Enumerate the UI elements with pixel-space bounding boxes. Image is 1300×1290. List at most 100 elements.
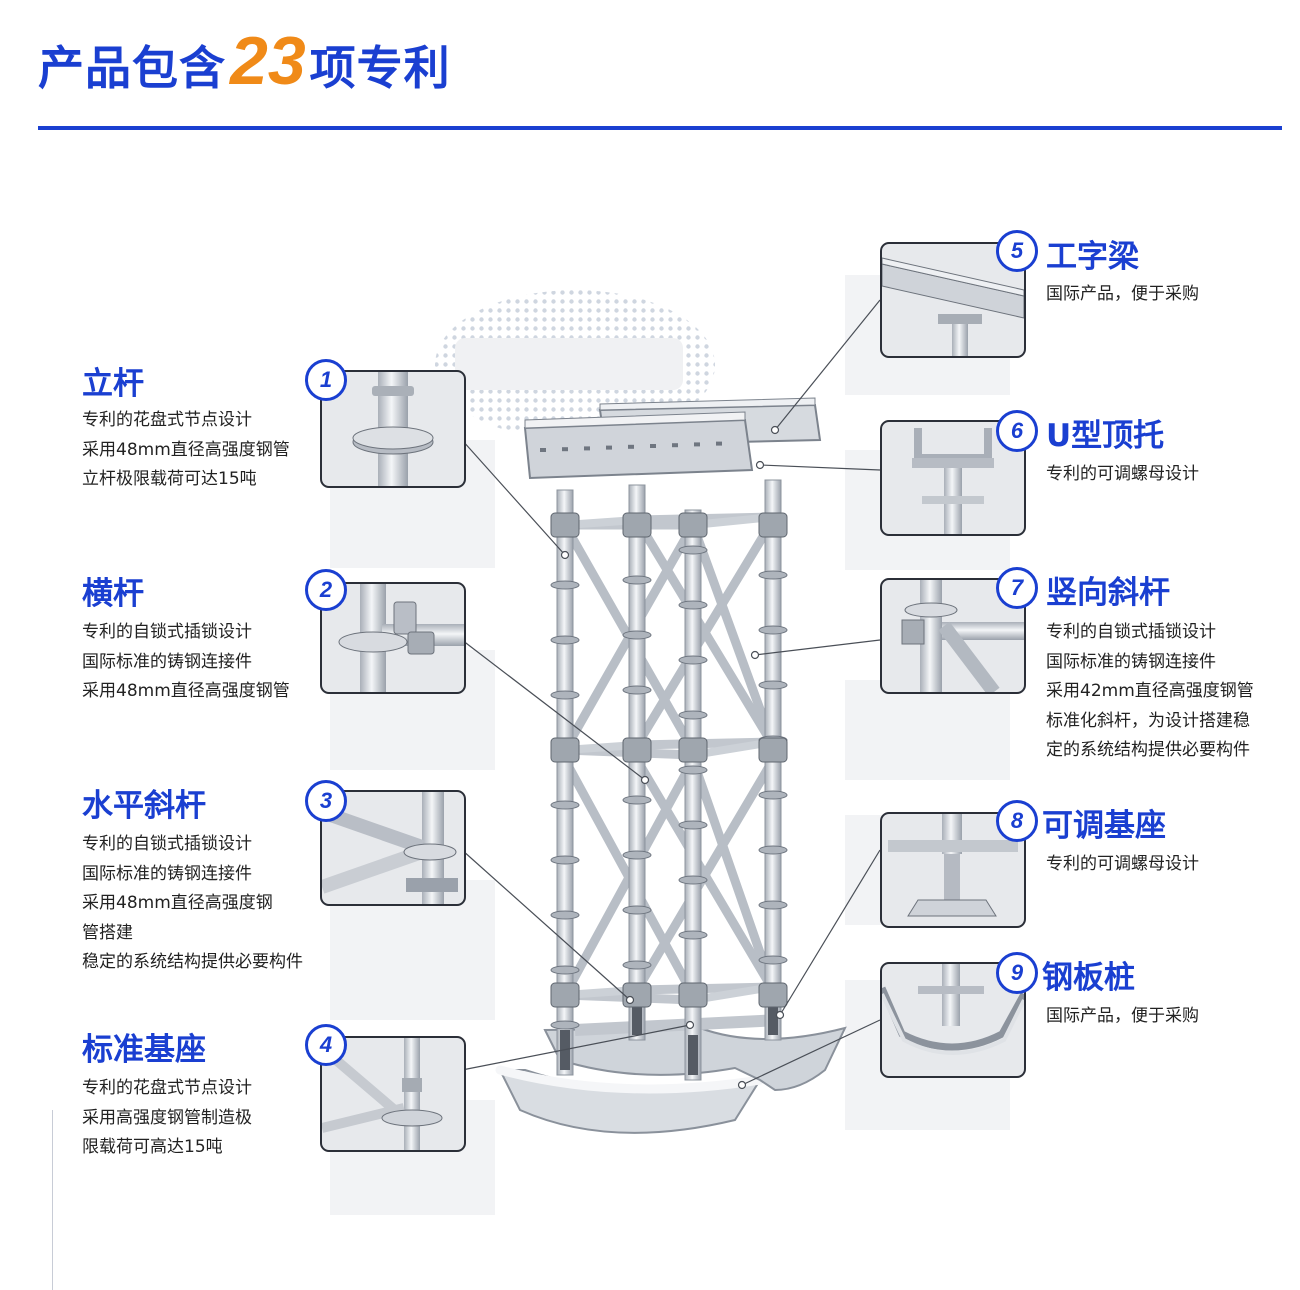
leader-line bbox=[461, 1024, 691, 1071]
leader-dot bbox=[737, 1080, 747, 1090]
rosette bbox=[622, 630, 652, 640]
beam-hole bbox=[628, 444, 634, 449]
beam-hole bbox=[606, 445, 612, 450]
rosette bbox=[550, 635, 580, 645]
rosette bbox=[678, 545, 708, 555]
component-desc-5: 国际产品，便于采购 bbox=[1046, 284, 1199, 304]
rosette bbox=[678, 710, 708, 720]
component-number-2: 2 bbox=[305, 569, 347, 611]
rosette bbox=[550, 690, 580, 700]
diagonal-brace bbox=[688, 520, 778, 750]
sheet-pile-lip bbox=[495, 1065, 765, 1094]
node-connector bbox=[622, 512, 652, 538]
beam-hole bbox=[562, 447, 568, 452]
component-desc-1: 专利的花盘式节点设计 采用48mm直径高强度钢管 立杆极限载荷可达15吨 bbox=[82, 410, 290, 490]
component-title-8: 可调基座 bbox=[1042, 808, 1166, 844]
u-head-jack-icon bbox=[912, 428, 994, 534]
beam-hole bbox=[672, 443, 678, 448]
blank-label-plate bbox=[455, 338, 683, 390]
leader-dot bbox=[640, 775, 650, 785]
node-connector bbox=[550, 512, 580, 538]
diagonal-brace bbox=[632, 755, 778, 995]
component-number-9: 9 bbox=[996, 952, 1038, 994]
diagonal-braces bbox=[560, 515, 778, 1000]
sheet-pile-base bbox=[495, 1026, 847, 1134]
header-divider bbox=[38, 126, 1282, 130]
vertical-brace-icon bbox=[901, 580, 1024, 692]
component-title-9: 钢板桩 bbox=[1042, 960, 1135, 996]
sheet-pile-icon bbox=[882, 964, 1024, 1055]
screw-jack bbox=[632, 995, 642, 1035]
component-desc-7: 专利的自锁式插锁设计 国际标准的铸钢连接件 采用42mm直径高强度钢管 标准化斜… bbox=[1046, 622, 1254, 761]
node-connector bbox=[622, 982, 652, 1008]
rosette bbox=[550, 1020, 580, 1030]
standard-base-thumbnail bbox=[320, 1036, 466, 1152]
i-beam-front-flange bbox=[524, 411, 746, 429]
component-desc-6: 专利的可调螺母设计 bbox=[1046, 464, 1199, 484]
component-number-1: 1 bbox=[305, 359, 347, 401]
rosette bbox=[678, 820, 708, 830]
node-connector bbox=[678, 737, 708, 763]
ledger bbox=[574, 1014, 781, 1036]
leader-line bbox=[741, 1019, 881, 1086]
rosette bbox=[678, 930, 708, 940]
rosette bbox=[550, 965, 580, 975]
component-title-6: U型顶托 bbox=[1046, 418, 1165, 454]
rosette bbox=[550, 910, 580, 920]
i-beam-front bbox=[523, 418, 754, 480]
rosette bbox=[678, 765, 708, 775]
diagonal-brace bbox=[632, 515, 778, 750]
component-desc-2: 专利的自锁式插锁设计 国际标准的铸钢连接件 采用48mm直径高强度钢管 bbox=[82, 622, 290, 702]
i-beams bbox=[523, 397, 822, 480]
leader-line bbox=[461, 439, 566, 556]
leader-lines bbox=[461, 299, 881, 1090]
rosette bbox=[678, 655, 708, 665]
component-desc-3: 专利的自锁式插锁设计 国际标准的铸钢连接件 采用48mm直径高强度钢 管搭建 稳… bbox=[82, 834, 303, 973]
component-number-3: 3 bbox=[305, 780, 347, 822]
leader-dot bbox=[775, 1010, 785, 1020]
sheet-pile-thumbnail bbox=[880, 962, 1026, 1078]
rosette bbox=[678, 875, 708, 885]
node-connector bbox=[550, 737, 580, 763]
node-connector bbox=[678, 512, 708, 538]
page-title-number: 23 bbox=[230, 23, 306, 99]
leader-dot bbox=[755, 460, 765, 470]
screw-jack bbox=[768, 995, 778, 1035]
rosette bbox=[550, 580, 580, 590]
rosette bbox=[550, 855, 580, 865]
component-number-6: 6 bbox=[996, 410, 1038, 452]
page-header: 产品包含23项专利 bbox=[38, 22, 451, 99]
left-edge-line bbox=[52, 1110, 53, 1290]
leader-dot bbox=[685, 1020, 695, 1030]
component-number-4: 4 bbox=[305, 1024, 347, 1066]
rosette bbox=[758, 790, 788, 800]
rosette bbox=[622, 685, 652, 695]
horizontal-bar-icon bbox=[338, 584, 464, 692]
node-connector bbox=[678, 982, 708, 1008]
leader-dot bbox=[750, 650, 760, 660]
component-title-3: 水平斜杆 bbox=[82, 788, 206, 824]
beam-hole bbox=[584, 446, 590, 451]
page-title-suffix: 项专利 bbox=[309, 41, 451, 95]
component-desc-9: 国际产品，便于采购 bbox=[1046, 1006, 1199, 1026]
beam-hole bbox=[716, 441, 722, 446]
rosette bbox=[758, 900, 788, 910]
i-beam-thumbnail bbox=[880, 242, 1026, 358]
leader-line bbox=[774, 299, 881, 431]
rosette bbox=[622, 960, 652, 970]
node-connector bbox=[550, 982, 580, 1008]
leader-dot bbox=[770, 425, 780, 435]
leader-dot bbox=[625, 995, 635, 1005]
i-beam-icon bbox=[882, 257, 1024, 356]
component-number-5: 5 bbox=[996, 230, 1038, 272]
leader-line bbox=[461, 849, 631, 1001]
horizontal-bar-thumbnail bbox=[320, 582, 466, 694]
rosette bbox=[622, 905, 652, 915]
component-title-7: 竖向斜杆 bbox=[1046, 575, 1170, 611]
rosette bbox=[758, 680, 788, 690]
rosette bbox=[678, 600, 708, 610]
beam-hole bbox=[650, 444, 656, 448]
diagonal-brace bbox=[688, 755, 778, 995]
node-connector bbox=[758, 982, 788, 1008]
page-title-prefix: 产品包含 bbox=[38, 41, 226, 95]
